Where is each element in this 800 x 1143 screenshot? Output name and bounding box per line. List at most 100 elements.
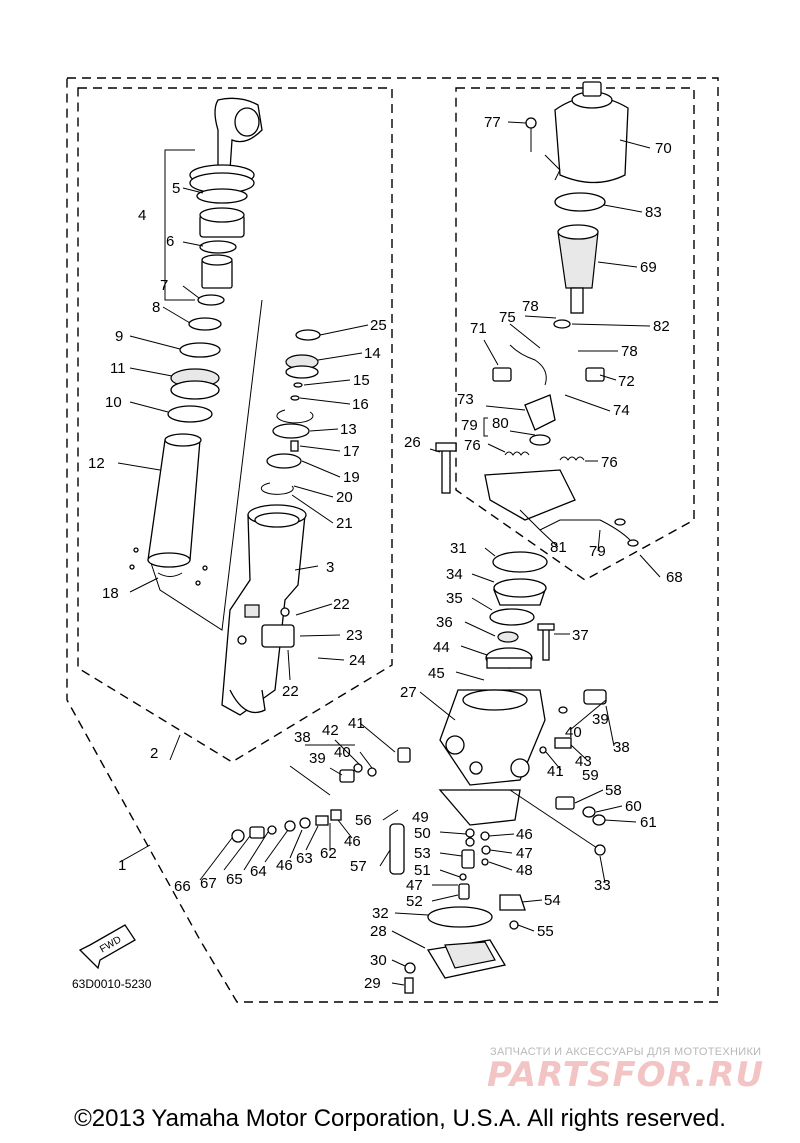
tilt-cylinder-group-boundary: [77, 87, 393, 763]
callout-36: 36: [436, 614, 453, 631]
callout-38a: 38: [294, 729, 311, 746]
callout-9: 9: [115, 328, 123, 345]
callout-58: 58: [605, 782, 622, 799]
callout-33: 33: [594, 877, 611, 894]
callout-40a: 40: [334, 744, 351, 761]
tilt-ram-assembly: [129, 97, 263, 586]
callout-53: 53: [414, 845, 431, 862]
callout-8: 8: [152, 299, 160, 316]
fwd-arrow: FWD: [78, 924, 136, 970]
callout-18: 18: [102, 585, 119, 602]
callout-46c: 46: [516, 826, 533, 843]
callout-72: 72: [618, 373, 635, 390]
callout-74: 74: [613, 402, 630, 419]
callout-67: 67: [200, 875, 217, 892]
callout-70: 70: [655, 140, 672, 157]
cylinder-small-parts: [260, 329, 321, 495]
callout-43: 43: [575, 753, 592, 770]
callout-64: 64: [250, 863, 267, 880]
callout-40b: 40: [565, 724, 582, 741]
callout-28: 28: [370, 923, 387, 940]
callout-77: 77: [484, 114, 501, 131]
callouts: 1 2 3 4 5 6 7 8 9 10 11 12 13 14 15 16 1…: [88, 114, 683, 992]
callout-20: 20: [336, 489, 353, 506]
callout-50: 50: [414, 825, 431, 842]
callout-46b: 46: [344, 833, 361, 850]
callout-60: 60: [625, 798, 642, 815]
callout-23: 23: [346, 627, 363, 644]
callout-14: 14: [364, 345, 381, 362]
callout-13: 13: [340, 421, 357, 438]
callout-47b: 47: [516, 845, 533, 862]
callout-63: 63: [296, 850, 313, 867]
callout-24: 24: [349, 652, 366, 669]
callout-45: 45: [428, 665, 445, 682]
callout-73: 73: [457, 391, 474, 408]
bracket-4: [164, 149, 195, 301]
callout-61: 61: [640, 814, 657, 831]
drawing-number: 63D0010-5230: [72, 977, 152, 991]
callout-69: 69: [640, 259, 657, 276]
callout-31: 31: [450, 540, 467, 557]
callout-49: 49: [412, 809, 429, 826]
callout-59: 59: [582, 767, 599, 784]
callout-5: 5: [172, 180, 180, 197]
outer-assembly-boundary: [66, 77, 719, 1003]
callout-22a: 22: [333, 596, 350, 613]
piston-subgroup-boundary: [149, 299, 263, 631]
callout-3: 3: [326, 559, 334, 576]
callout-25: 25: [370, 317, 387, 334]
callout-27: 27: [400, 684, 417, 701]
callout-80: 80: [492, 415, 509, 432]
callout-39b: 39: [592, 711, 609, 728]
callout-83: 83: [645, 204, 662, 221]
callout-37: 37: [572, 627, 589, 644]
callout-52: 52: [406, 893, 423, 910]
callout-51: 51: [414, 862, 431, 879]
callout-12: 12: [88, 455, 105, 472]
callout-4: 4: [138, 207, 146, 224]
leader-lines: [117, 121, 661, 986]
callout-38b: 38: [613, 739, 630, 756]
callout-34: 34: [446, 566, 463, 583]
callout-26: 26: [404, 434, 421, 451]
callout-41a: 41: [348, 715, 365, 732]
callout-44: 44: [433, 639, 450, 656]
callout-22b: 22: [282, 683, 299, 700]
callout-10: 10: [105, 394, 122, 411]
callout-75: 75: [499, 309, 516, 326]
callout-62: 62: [320, 845, 337, 862]
motor-group-boundary: [455, 87, 695, 581]
copyright-notice: ©2013 Yamaha Motor Corporation, U.S.A. A…: [74, 1105, 726, 1132]
callout-32: 32: [372, 905, 389, 922]
callout-41b: 41: [547, 763, 564, 780]
callout-68: 68: [666, 569, 683, 586]
callout-47a: 47: [406, 877, 423, 894]
callout-76b: 76: [601, 454, 618, 471]
callout-15: 15: [353, 372, 370, 389]
callout-17: 17: [343, 443, 360, 460]
callout-78a: 78: [522, 298, 539, 315]
callout-2: 2: [150, 745, 158, 762]
callout-57: 57: [350, 858, 367, 875]
callout-65: 65: [226, 871, 243, 888]
callout-66: 66: [174, 878, 191, 895]
callout-46a: 46: [276, 857, 293, 874]
callout-82: 82: [653, 318, 670, 335]
callout-81: 81: [550, 539, 567, 556]
callout-6: 6: [166, 233, 174, 250]
bracket-79-80: [483, 417, 488, 437]
callout-76a: 76: [464, 437, 481, 454]
callout-30: 30: [370, 952, 387, 969]
callout-48: 48: [516, 862, 533, 879]
callout-19: 19: [343, 469, 360, 486]
callout-21: 21: [336, 515, 353, 532]
callout-29: 29: [364, 975, 381, 992]
callout-16: 16: [352, 396, 369, 413]
callout-78b: 78: [621, 343, 638, 360]
callout-54: 54: [544, 892, 561, 909]
callout-35: 35: [446, 590, 463, 607]
callout-39a: 39: [309, 750, 326, 767]
